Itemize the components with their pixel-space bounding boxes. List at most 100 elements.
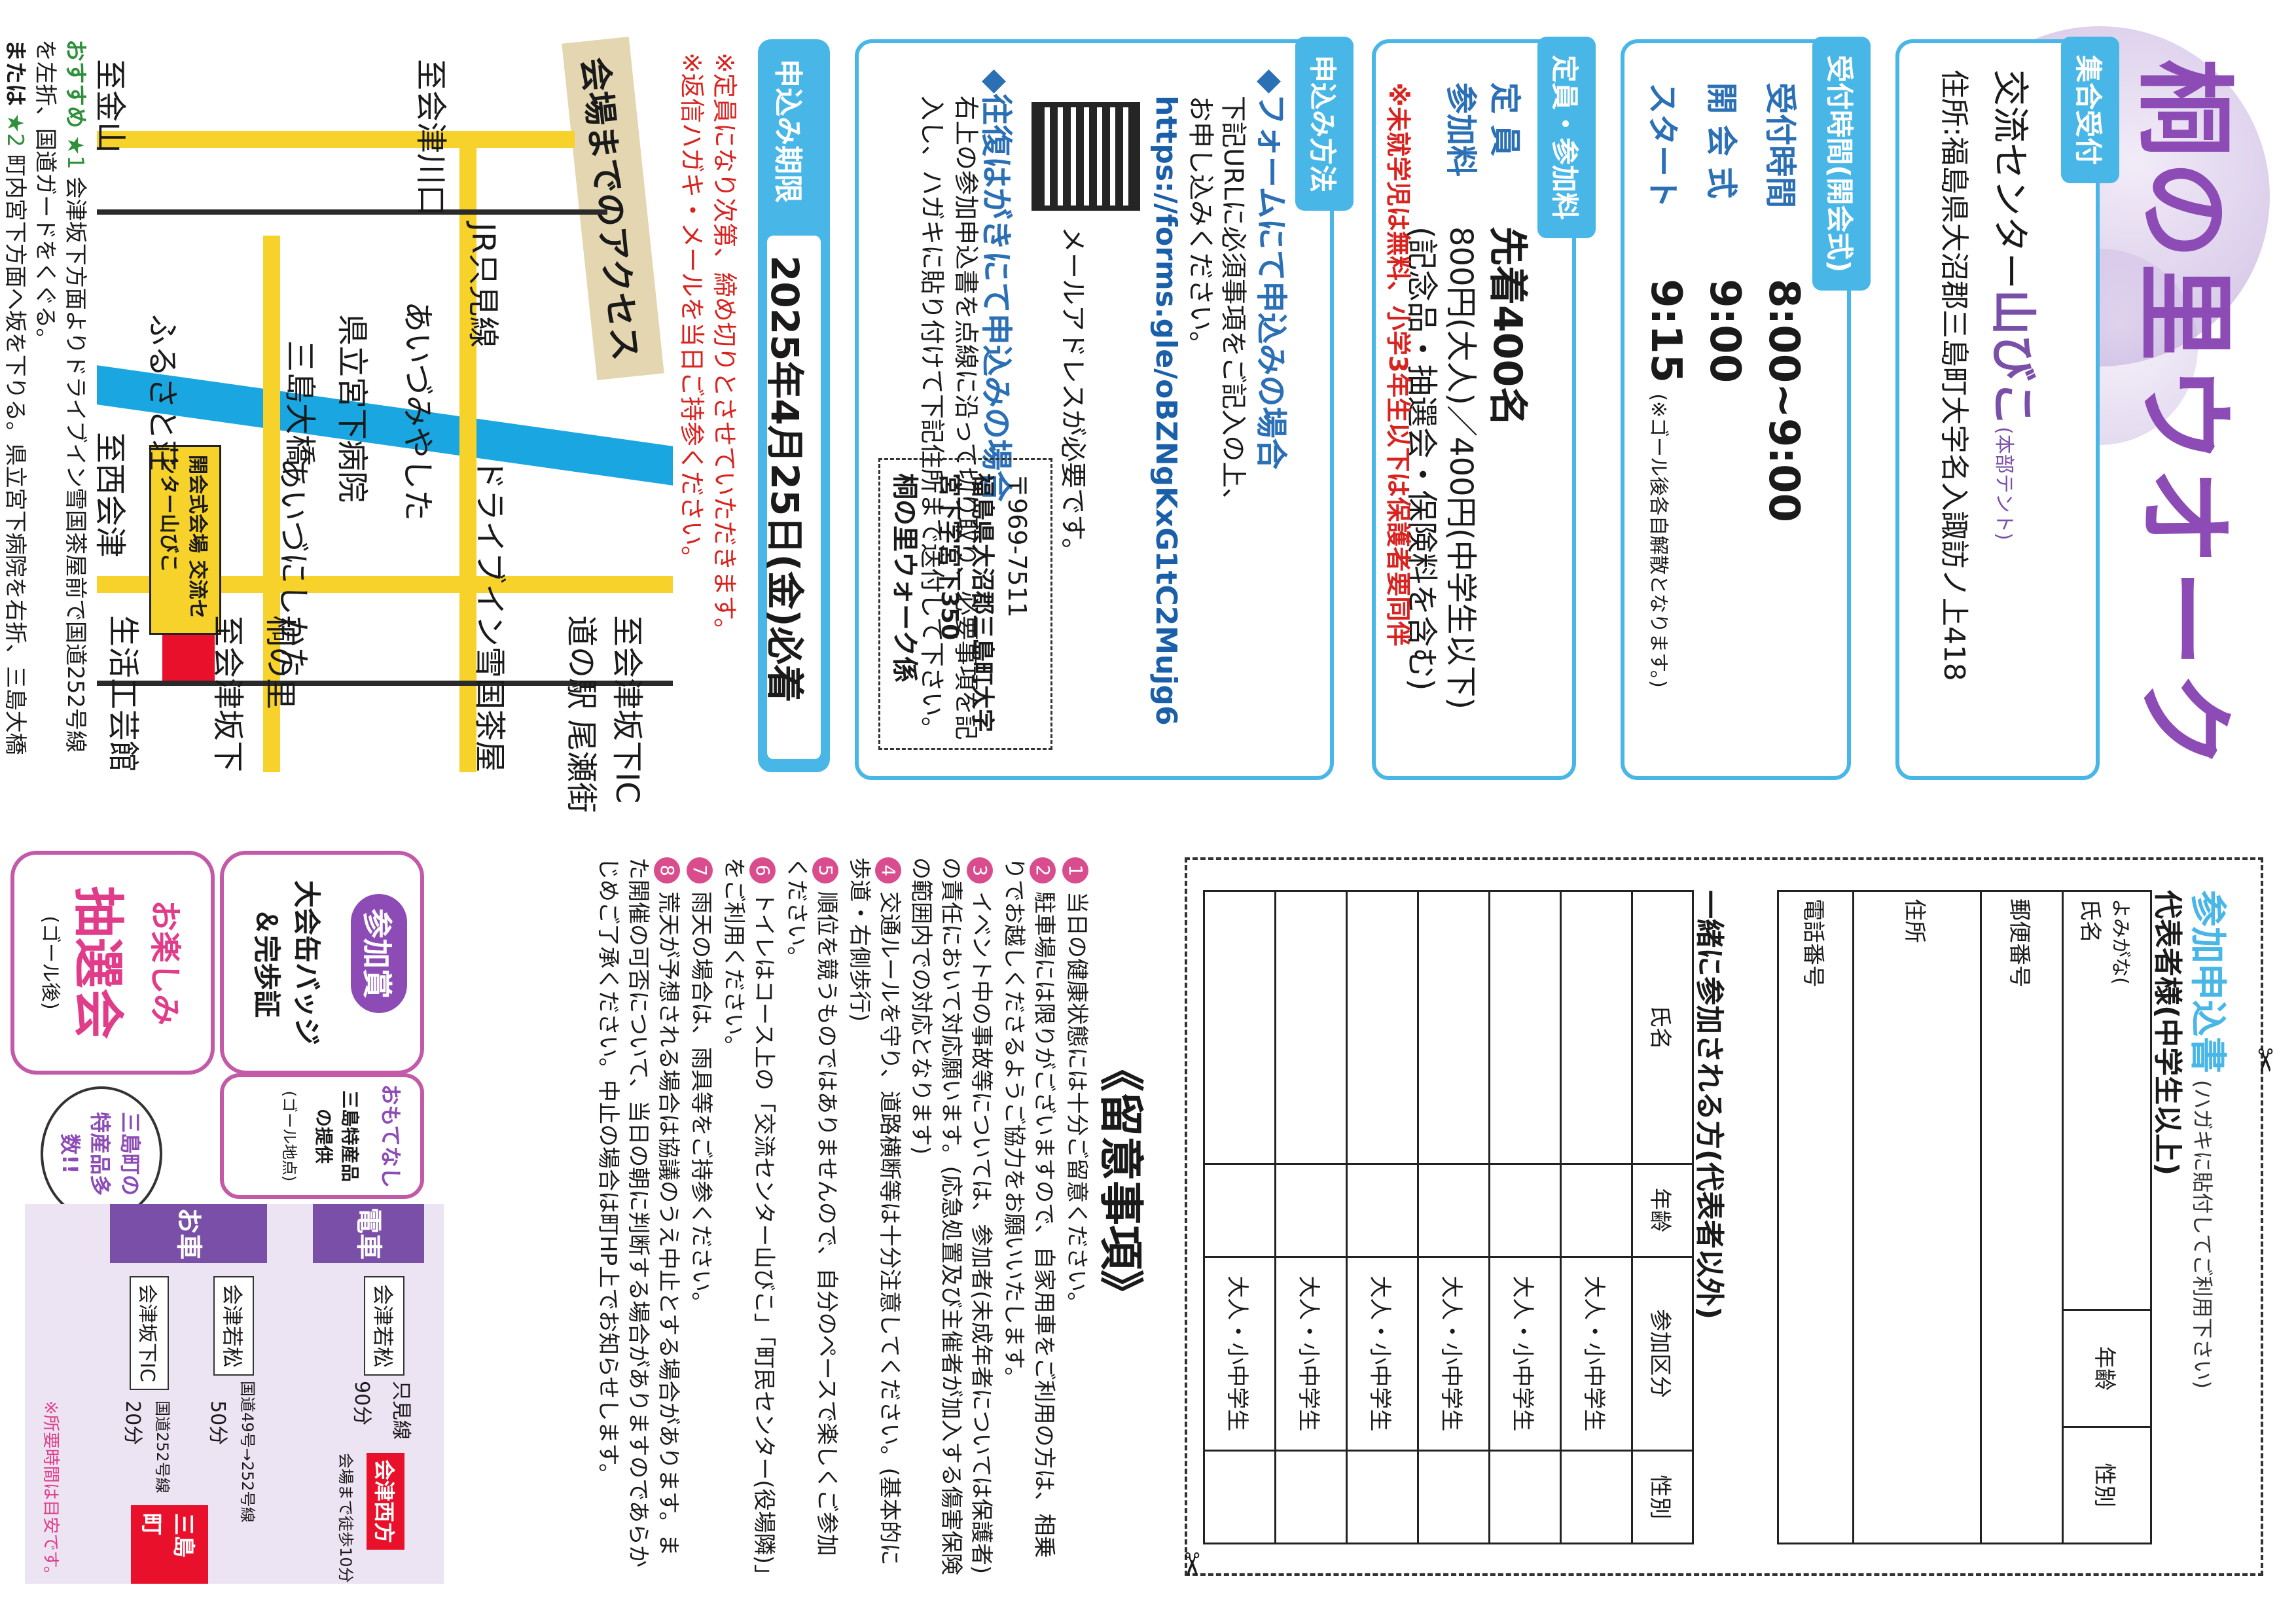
station-end: 会津西方: [367, 1453, 404, 1550]
lottery-text: 抽選会: [68, 885, 127, 1039]
transport-box: 電車 会津若松 只見線 90分 会津西方 会場まで徒歩10分 お車 会津若松 国…: [25, 1204, 444, 1584]
map-place: あいづみやした: [399, 301, 436, 522]
rep-age-cell[interactable]: 年齢: [2062, 1310, 2151, 1427]
participant-name-cell[interactable]: [1346, 891, 1418, 1164]
post-method-head: ◆往復はがきにて申込みの場合: [978, 69, 1014, 502]
mail-address: 福島県大沼郡三島町大字宮下字宮下350: [936, 473, 996, 733]
participant-category-cell[interactable]: 大人・小中学生: [1418, 1257, 1490, 1451]
participant-name-cell[interactable]: [1418, 891, 1490, 1164]
lottery-tag: お楽しみ: [147, 899, 183, 1026]
map-place: 桐の里: [262, 615, 298, 710]
rep-phone-cell[interactable]: 電話番号: [1778, 891, 1854, 1544]
rep-address-cell[interactable]: 住所: [1853, 891, 1981, 1544]
note-text: 順位を競うものではありませんので、自分のペースで楽しくご参加ください。: [783, 857, 840, 1556]
rep-label: 代表者様(中学生以上): [2151, 890, 2184, 1176]
assembly-box: 集合受付 交流センター山びこ(本部テント) 住所:福島県大沼郡三島町大字名入諏訪…: [1895, 37, 2119, 780]
note-text: イベント中の事故等については、参加者(未成年者については保護者)の責任において対…: [908, 857, 994, 1575]
fee-row: 参加料800円(大人)／400円(中学生以下): [1443, 82, 1479, 710]
deadline-date: 2025年4月25日(金)必着: [762, 255, 807, 703]
participant-row: 大人・小中学生: [1560, 891, 1632, 1544]
participant-category-cell[interactable]: 大人・小中学生: [1489, 1257, 1561, 1451]
participant-row: 大人・小中学生: [1204, 891, 1276, 1544]
access-title: 会場までのアクセス: [562, 37, 664, 381]
fee-tag: 定員・参加料: [1537, 37, 1596, 239]
map-place: 至西会津: [92, 432, 128, 558]
train-label: 電車: [313, 1204, 424, 1263]
participant-age-cell[interactable]: [1489, 1164, 1561, 1257]
capacity-row: 定 員先着400名: [1484, 82, 1530, 427]
note-text: 駐車場には限りがございますので、自家用車をご利用の方は、相乗りでお越しくださるよ…: [1001, 857, 1057, 1558]
participant-sex-cell[interactable]: [1418, 1450, 1490, 1544]
rep-name-cell[interactable]: よみがな(氏名: [2062, 891, 2151, 1310]
times-tag: 受付時間(開会式): [1812, 37, 1871, 291]
note-item: 5順位を競うものではありませんので、自分のペースで楽しくご参加ください。: [781, 857, 842, 1577]
participant-category-cell[interactable]: 大人・小中学生: [1204, 1257, 1276, 1451]
participant-name-cell[interactable]: [1275, 891, 1347, 1164]
mail-address-box: 〒969-7511 福島県大沼郡三島町大字宮下字宮下350 桐の里ウォーク係: [878, 458, 1052, 750]
form-method-text: 下記URLに必須事項をご記入の上、: [1218, 96, 1248, 514]
form-url-link[interactable]: https://forms.gle/oBZNgKxG1tC2Mujg6: [1149, 96, 1183, 726]
note-text: 荒天が予想される場合は協議のうえ中止とする場合があります。また開催の可否について…: [595, 857, 681, 1567]
omotenashi-text: 三島特産品の提供: [313, 1090, 361, 1182]
note-number: 3: [967, 857, 994, 883]
participant-sex-cell[interactable]: [1346, 1450, 1418, 1544]
lottery-bubble: 三島町の特産品多数!!: [41, 1086, 162, 1221]
deadline-bar: 申込み期限 2025年4月25日(金)必着: [758, 39, 830, 772]
car-label: お車: [110, 1204, 267, 1263]
assembly-tag: 集合受付: [2061, 37, 2119, 184]
participant-age-cell[interactable]: [1346, 1164, 1418, 1257]
notes-title: 《留意事項》: [1094, 1047, 1146, 1315]
map-place: 至会津坂下IC: [609, 615, 645, 804]
participant-name-cell[interactable]: [1560, 891, 1632, 1164]
scissors-icon: ✂: [2246, 1047, 2283, 1074]
participant-sex-cell[interactable]: [1275, 1450, 1347, 1544]
prize-tag: 参加賞: [351, 894, 407, 1013]
note-number: 8: [654, 857, 681, 883]
participant-sex-cell[interactable]: [1560, 1450, 1632, 1544]
participant-sex-cell[interactable]: [1204, 1450, 1276, 1544]
car-route: 国道252号線: [153, 1400, 171, 1493]
col-age-header: 年齢: [1632, 1164, 1693, 1257]
participant-age-cell[interactable]: [1418, 1164, 1490, 1257]
note-item: 7雨天の場合は、雨具等をご持参ください。: [686, 857, 716, 1577]
participant-age-cell[interactable]: [1560, 1164, 1632, 1257]
note-number: 6: [749, 857, 776, 883]
participant-category-cell[interactable]: 大人・小中学生: [1560, 1257, 1632, 1451]
form-title: 参加申込書(ハガキに貼付してご利用下さい): [2186, 890, 2229, 1389]
application-form-area: ✂ ✂ 参加申込書(ハガキに貼付してご利用下さい) 代表者様(中学生以上) よみ…: [0, 812, 2296, 1623]
mail-recipient: 桐の里ウォーク係: [889, 473, 920, 683]
car-ic: 会津坂下IC: [130, 1276, 169, 1390]
note-item: 1当日の健康状態には十分ご留意ください。: [1062, 857, 1092, 1577]
participant-name-cell[interactable]: [1204, 891, 1276, 1164]
participant-age-cell[interactable]: [1275, 1164, 1347, 1257]
omotenashi-card: おもてなし三島特産品の提供(ゴール地点): [220, 1073, 424, 1199]
participant-row: 大人・小中学生: [1418, 891, 1490, 1544]
car-route: 国道49号→252号線: [238, 1381, 257, 1523]
car-time: 50分: [206, 1400, 229, 1446]
others-table: 氏名 年齢 参加区分 性別 大人・小中学生大人・小中学生大人・小中学生大人・小中…: [1203, 890, 1694, 1544]
participant-name-cell[interactable]: [1489, 891, 1561, 1164]
participant-sex-cell[interactable]: [1489, 1450, 1561, 1544]
map-place: JR只見線: [465, 223, 501, 348]
deadline-label: 申込み期限: [771, 59, 804, 203]
venue-marker: [162, 628, 215, 681]
participant-age-cell[interactable]: [1204, 1164, 1276, 1257]
note-number: 4: [875, 857, 902, 883]
rep-sex-cell[interactable]: 性別: [2062, 1427, 2151, 1544]
info-panel: 桐の里ウオーク 2025 集合受付 交流センター山びこ(本部テント) 住所:福島…: [2, 26, 2270, 812]
participant-category-cell[interactable]: 大人・小中学生: [1275, 1257, 1347, 1451]
scissors-icon: ✂: [1173, 1551, 1210, 1578]
map-place: 至金山: [92, 59, 128, 154]
lottery-sub: (ゴール後): [39, 916, 62, 1010]
deadline-note: ※定員になり次第、締め切りとさせていただきます。: [710, 52, 739, 643]
rep-zip-cell[interactable]: 郵便番号: [1981, 891, 2063, 1544]
note-item: 6トイレはコース上の「交流センター山びこ」「町民センター(役場隣)」をご利用くだ…: [719, 857, 779, 1577]
deadline-note: ※返信ハガキ・メールを当日ご持参ください。: [677, 52, 706, 571]
note-item: 8荒天が予想される場合は協議のうえ中止とする場合があります。また開催の可否につい…: [593, 857, 683, 1577]
note-text: 当日の健康状態には十分ご留意ください。: [1064, 891, 1090, 1314]
participant-category-cell[interactable]: 大人・小中学生: [1346, 1257, 1418, 1451]
participant-row: 大人・小中学生: [1489, 891, 1561, 1544]
route-directions: おすすめ ★1 会津坂下方面よりドライブイン雪国茶屋前で国道252号線を左折、国…: [2, 39, 88, 755]
